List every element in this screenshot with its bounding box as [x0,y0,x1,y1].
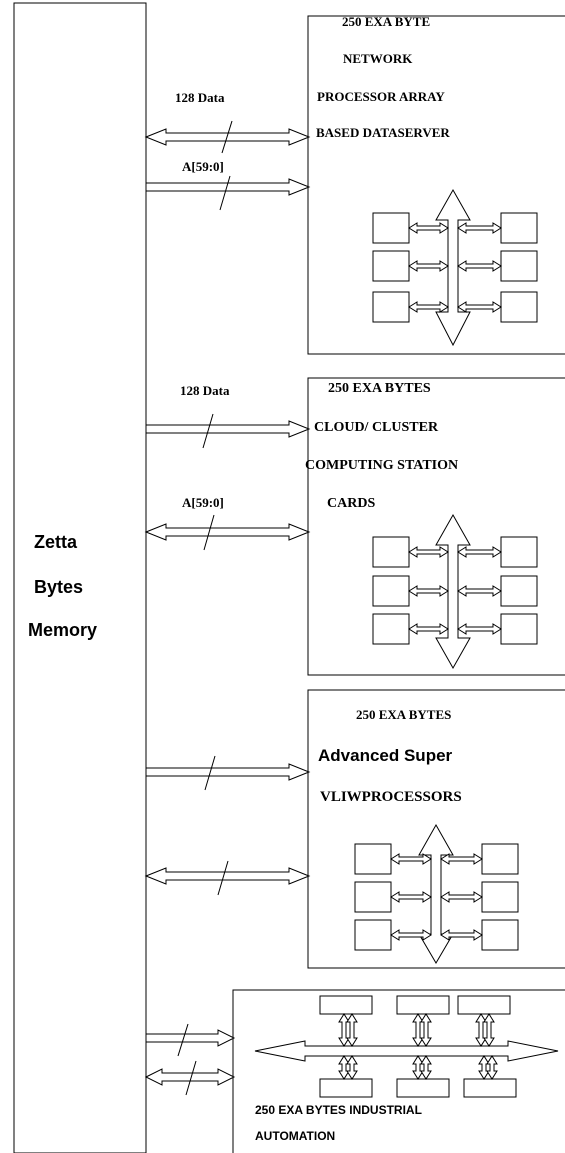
block4-proc-cell [319,1078,373,1098]
block3-proc-cell [481,843,519,875]
block3-proc-cell [354,919,392,951]
block2-addr-bus-label: A[59:0] [182,495,224,510]
block2-title-line3: COMPUTING STATION [305,458,458,473]
block3-proc-cell [354,843,392,875]
memory-label-line3: Memory [28,620,97,640]
block4-title-line2: AUTOMATION [255,1129,335,1143]
block2-processor-array [372,513,538,670]
block3-bus-arrow-bottom [144,860,311,896]
block1-title-line2: NETWORK [343,51,413,66]
block2-proc-cell [500,536,538,568]
block3-proc-cell [481,881,519,913]
block1-addr-bus-arrow [145,175,311,211]
block3-bus-arrow-top [145,755,311,791]
block4-automation-array [254,995,559,1098]
block1-title-line4: BASED DATASERVER [316,125,450,140]
block3-title-line2: Advanced Super [318,746,453,765]
block1-title-line3: PROCESSOR ARRAY [317,89,445,104]
block2-proc-cell [500,613,538,645]
block3-title-line3: VLIWPROCESSORS [320,789,462,805]
block3-title-line1: 250 EXA BYTES [356,707,451,722]
block1-proc-cell [500,291,538,323]
block4-proc-cell [396,995,450,1015]
block1-data-bus-arrow [144,120,311,154]
block2-proc-cell [500,575,538,607]
block4-proc-cell [396,1078,450,1098]
block3-processor-array [354,823,519,964]
block2-data-bus-arrow [145,413,311,449]
block1-proc-cell [500,212,538,244]
block1-proc-cell [372,250,410,282]
block1-proc-cell [500,250,538,282]
block1-addr-bus-label: A[59:0] [182,159,224,174]
block1-data-bus-label: 128 Data [175,90,225,105]
block4-proc-cell [319,995,373,1015]
block4-bus-arrow-bottom [144,1060,236,1096]
block4-proc-cell [463,1078,517,1098]
memory-column [13,2,147,1153]
block4-proc-cell [457,995,511,1015]
block3-proc-cell [481,919,519,951]
block1-proc-cell [372,212,410,244]
block2-proc-cell [372,536,410,568]
block2-proc-cell [372,613,410,645]
block2-data-bus-label: 128 Data [180,383,230,398]
block4-title-line1: 250 EXA BYTES INDUSTRIAL [255,1103,422,1117]
block2-title-line1: 250 EXA BYTES [328,381,431,396]
block2-addr-bus-arrow [144,514,311,551]
block2-title-line4: CARDS [327,496,375,511]
memory-label-line1: Zetta [34,532,78,552]
block4-bus-arrow-top [145,1023,236,1057]
block2-proc-cell [372,575,410,607]
block1-proc-cell [372,291,410,323]
block1-title-line1: 250 EXA BYTE [342,14,430,29]
block2-title-line2: CLOUD/ CLUSTER [314,420,439,435]
memory-label-line2: Bytes [34,577,83,597]
block3-proc-cell [354,881,392,913]
block4-box [232,989,565,1153]
block1-processor-array [372,188,538,347]
